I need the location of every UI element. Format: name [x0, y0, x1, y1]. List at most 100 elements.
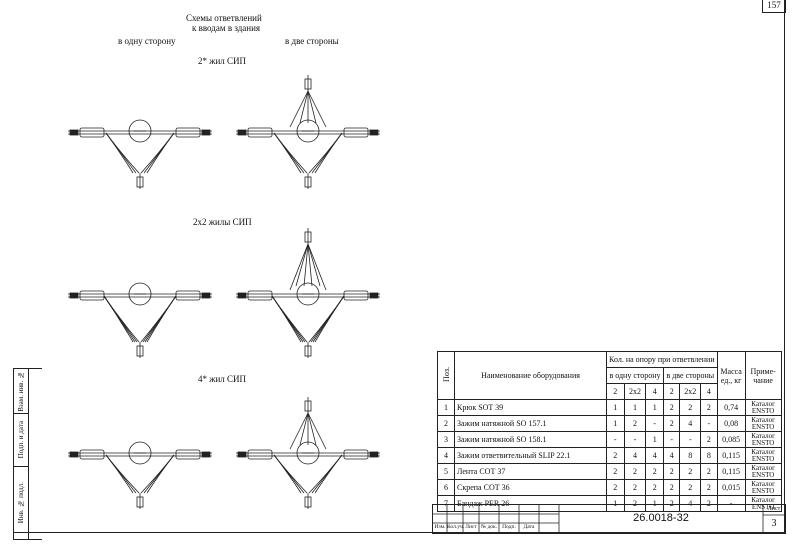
sub-header: 2 [606, 383, 625, 400]
row-qty: - [623, 431, 647, 448]
drop-clamp [304, 176, 312, 188]
row-qty: - [662, 431, 681, 448]
row-qty: 2 [662, 399, 681, 416]
branch-wire [273, 132, 308, 174]
row-qty: - [700, 415, 718, 432]
branch-wire [314, 454, 343, 494]
stamp-col-label: № док. [480, 524, 498, 530]
row-qty: 4 [623, 447, 647, 464]
row-note-line1: Каталог [751, 495, 775, 504]
cable-end [201, 451, 211, 458]
branch-wire [105, 454, 140, 494]
side-stamp-cell-inventory: Инв. № подл. [17, 481, 25, 524]
brace-wire [307, 243, 327, 291]
row-note-line2: ENSTO [751, 470, 775, 479]
row-qty: 2 [662, 479, 681, 496]
row-qty: 4 [679, 415, 702, 432]
stamp-col-label: Дата [523, 524, 535, 530]
tension-clamp [79, 449, 105, 460]
row-note-line1: Каталог [751, 479, 775, 488]
equipment-table: Поз. Наименование оборудования Кол. на о… [437, 351, 782, 512]
branch-wire [314, 132, 343, 174]
side-stamp-cell-sign: Подп. и дата [14, 414, 28, 467]
side-stamp: Взам. инв. № Подп. и дата Инв. № подл. [13, 368, 42, 540]
column-label-two-sides: в две стороны [285, 36, 339, 46]
brace-wire [307, 412, 327, 450]
row-note-line1: Каталог [751, 463, 775, 472]
branch-wire [307, 243, 313, 287]
row-note-line2: ENSTO [751, 438, 775, 447]
section-label-2-core: 2* жил СИП [198, 56, 247, 66]
cable-end [69, 451, 79, 458]
branch-wire [105, 132, 140, 174]
branch-wire [295, 243, 309, 287]
sub-header: 4 [700, 383, 718, 400]
branch-wire [303, 243, 309, 287]
header-two-sides: в две стороны [663, 367, 718, 384]
row-qty: 2 [700, 479, 718, 496]
row-qty: 2 [700, 399, 718, 416]
header-title-line1: Схемы ответвлений [186, 13, 262, 23]
tension-clamp [343, 449, 369, 460]
row-qty: 2 [679, 399, 702, 416]
sub-header: 2 [662, 383, 681, 400]
row-name: Лента СОТ 37 [454, 463, 607, 480]
row-pos: 3 [437, 431, 455, 448]
row-qty: 1 [645, 431, 664, 448]
row-qty: 2 [645, 479, 664, 496]
row-mass: 0,115 [716, 447, 746, 464]
header-pos: Поз. [437, 351, 455, 400]
section-label-2x2-core: 2x2 жилы СИП [193, 217, 252, 227]
row-qty: 2 [606, 463, 625, 480]
title-block-grid [433, 505, 785, 533]
row-note-line2: ENSTO [751, 454, 775, 463]
row-qty: - [645, 415, 664, 432]
row-qty: 2 [662, 415, 681, 432]
header-qty: Кол. на опору при ответвлении [606, 351, 718, 368]
row-qty: 1 [645, 399, 664, 416]
frame-bottom-border [13, 532, 785, 533]
branch-wire [103, 295, 140, 343]
row-mass: 0,115 [716, 463, 746, 480]
branch-wire [307, 90, 317, 124]
stamp-col-label: Изм. [434, 524, 446, 530]
sheet-label: Лист [767, 506, 781, 512]
pole [296, 282, 320, 306]
drop-clamp [136, 496, 144, 508]
branch-wire [299, 412, 309, 446]
branch-wire [271, 295, 308, 343]
row-name: Крюк SOT 39 [454, 399, 607, 416]
cable-end [237, 129, 247, 136]
row-name: Скрепа СОТ 36 [454, 479, 607, 496]
drop-clamp [136, 345, 144, 357]
row-qty: 2 [679, 479, 702, 496]
row-qty: 2 [662, 463, 681, 480]
drop-clamp [304, 345, 312, 357]
branch-wire [146, 454, 175, 494]
header-note: Приме-чание [744, 351, 782, 400]
row-name: Зажим ответвительный SLIP 22.1 [454, 447, 607, 464]
cable-end [237, 451, 247, 458]
brace-wire [289, 412, 309, 450]
branch-wire [307, 412, 317, 446]
branch-wire [308, 132, 343, 174]
drop-clamp [136, 176, 144, 188]
row-pos: 5 [437, 463, 455, 480]
row-qty: 8 [700, 447, 718, 464]
row-qty: 4 [662, 447, 681, 464]
document-code: 26.0018-32 [633, 512, 689, 524]
drop-clamp [304, 496, 312, 508]
title-block: Изм. Кол.уч. Лист № док. Подп. Дата 26.0… [432, 504, 786, 534]
tension-clamp [343, 290, 369, 301]
section-label-4-core: 4* жил СИП [198, 374, 247, 384]
stamp-col-label: Лист [465, 524, 477, 530]
